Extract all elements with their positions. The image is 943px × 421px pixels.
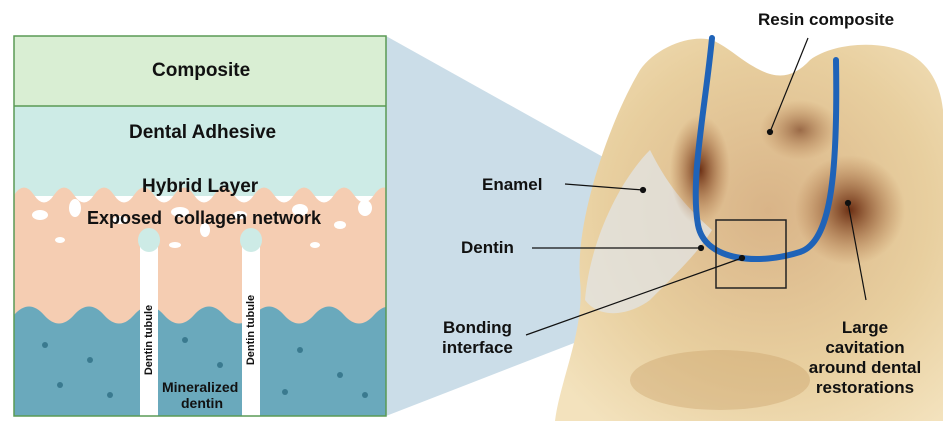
cavitation-dot — [846, 201, 851, 206]
enamel-label: Enamel — [482, 175, 542, 195]
cavitation-line-2: cavitation — [800, 338, 930, 358]
mineralized-label: Mineralized — [162, 379, 238, 395]
dentin-tubule-left-label: Dentin tubule — [143, 305, 155, 375]
tubule-left-cap — [138, 228, 160, 252]
exposed-label: Exposed — [87, 208, 162, 229]
root-shadow — [630, 350, 810, 410]
cavitation-line-4: restorations — [800, 378, 930, 398]
bonding-line-1: Bonding — [442, 318, 513, 338]
cavitation-line-3: around dental — [800, 358, 930, 378]
dentin-label: Dentin — [461, 238, 514, 258]
bonding-interface-dot — [740, 256, 745, 261]
dentin-tubule-right-label: Dentin tubule — [245, 295, 257, 365]
tubule-right-cap — [240, 228, 262, 252]
mineralized-dentin-label: dentin — [181, 395, 223, 411]
bonding-interface-label: Bonding interface — [442, 318, 513, 358]
resin-composite-dot — [768, 130, 773, 135]
cavitation-line-1: Large — [800, 318, 930, 338]
hybrid-layer-label: Hybrid Layer — [142, 176, 258, 198]
cavitation-label: Large cavitation around dental restorati… — [800, 318, 930, 398]
dental-adhesive-label: Dental Adhesive — [129, 122, 276, 144]
resin-composite-label: Resin composite — [758, 10, 894, 30]
enamel-dot — [641, 188, 646, 193]
composite-label: Composite — [152, 60, 250, 82]
collagen-network-label: collagen network — [174, 208, 321, 229]
dentin-dot — [699, 246, 704, 251]
bonding-line-2: interface — [442, 338, 513, 358]
